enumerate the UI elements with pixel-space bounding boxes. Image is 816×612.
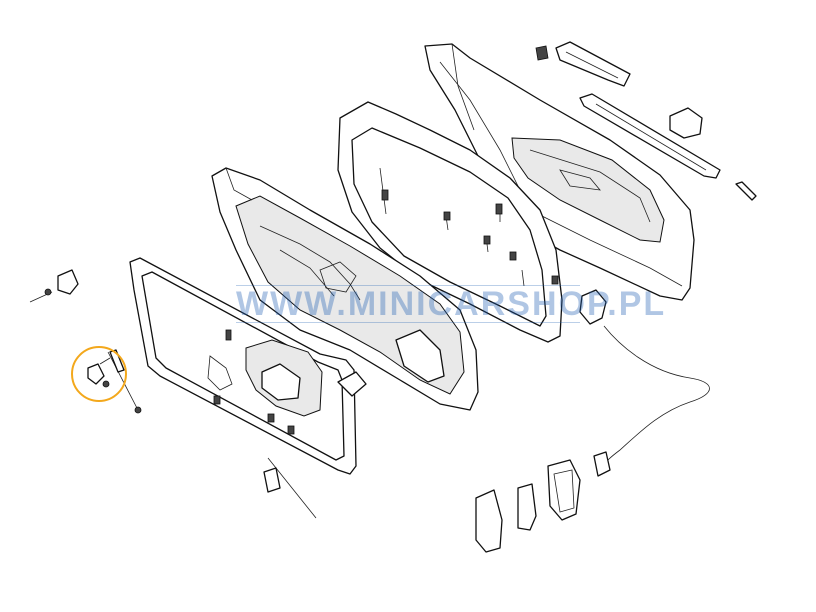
window-frame-seal (129, 257, 357, 475)
highlight-circle (71, 346, 127, 402)
watermark-rule-bottom (236, 322, 580, 323)
latch-cable-assembly (475, 289, 710, 553)
tailgate-trim-panel (211, 167, 479, 411)
tailgate-outer-shell (424, 43, 695, 301)
watermark-text: WWW.MINICARSHOP.PL (236, 285, 667, 323)
upper-trim-strips (535, 41, 757, 201)
highlighted-part (71, 346, 127, 402)
tailgate-inner-frame (337, 101, 563, 343)
left-hinge-hardware (29, 269, 367, 519)
watermark-rule-top (236, 285, 580, 286)
